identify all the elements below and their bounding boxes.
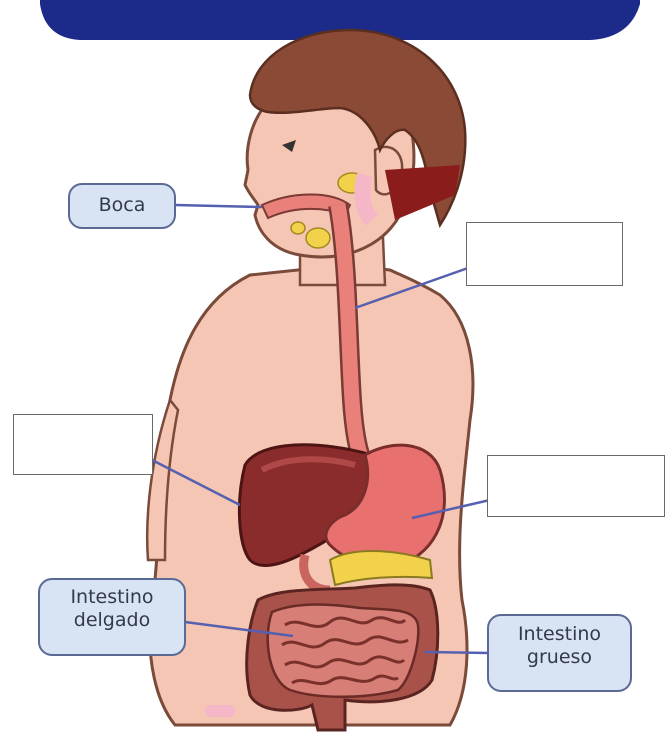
blank-box-stomach[interactable]	[487, 455, 665, 517]
label-intestino-grueso: Intestino grueso	[487, 614, 632, 692]
salivary-gland-small	[291, 222, 305, 234]
label-intestino-delgado: Intestino delgado	[38, 578, 186, 656]
hip-mark	[205, 705, 235, 717]
leader-boca	[175, 205, 262, 207]
blank-box-esophagus[interactable]	[466, 222, 623, 286]
pharynx-pink	[362, 175, 372, 220]
blank-box-liver[interactable]	[13, 414, 153, 475]
salivary-gland-bottom	[306, 228, 330, 248]
label-boca: Boca	[68, 183, 176, 229]
leader-large-intestine	[425, 652, 490, 653]
